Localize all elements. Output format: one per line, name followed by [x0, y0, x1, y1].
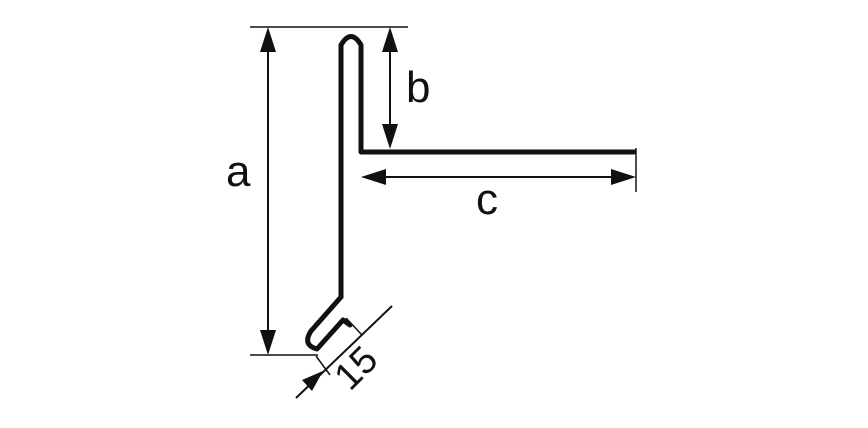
arrow-c-right — [611, 169, 636, 185]
profile-hook-fold — [305, 294, 353, 352]
label-fold: 15 — [327, 339, 387, 399]
arrow-a-top — [260, 27, 276, 52]
arrow-fold-lower — [302, 371, 323, 391]
extension-line-fold-upper — [345, 317, 363, 336]
profile-vertical-flange — [338, 34, 637, 300]
extension-line-fold-lower — [315, 355, 331, 376]
arrow-a-bottom — [260, 330, 276, 355]
label-a: a — [226, 147, 251, 196]
arrow-fold-upper — [354, 322, 376, 342]
arrow-c-left — [361, 169, 386, 185]
arrow-b-bottom — [382, 124, 398, 149]
arrow-b-top — [382, 27, 398, 52]
label-b: b — [406, 63, 430, 112]
label-c: c — [476, 175, 498, 224]
